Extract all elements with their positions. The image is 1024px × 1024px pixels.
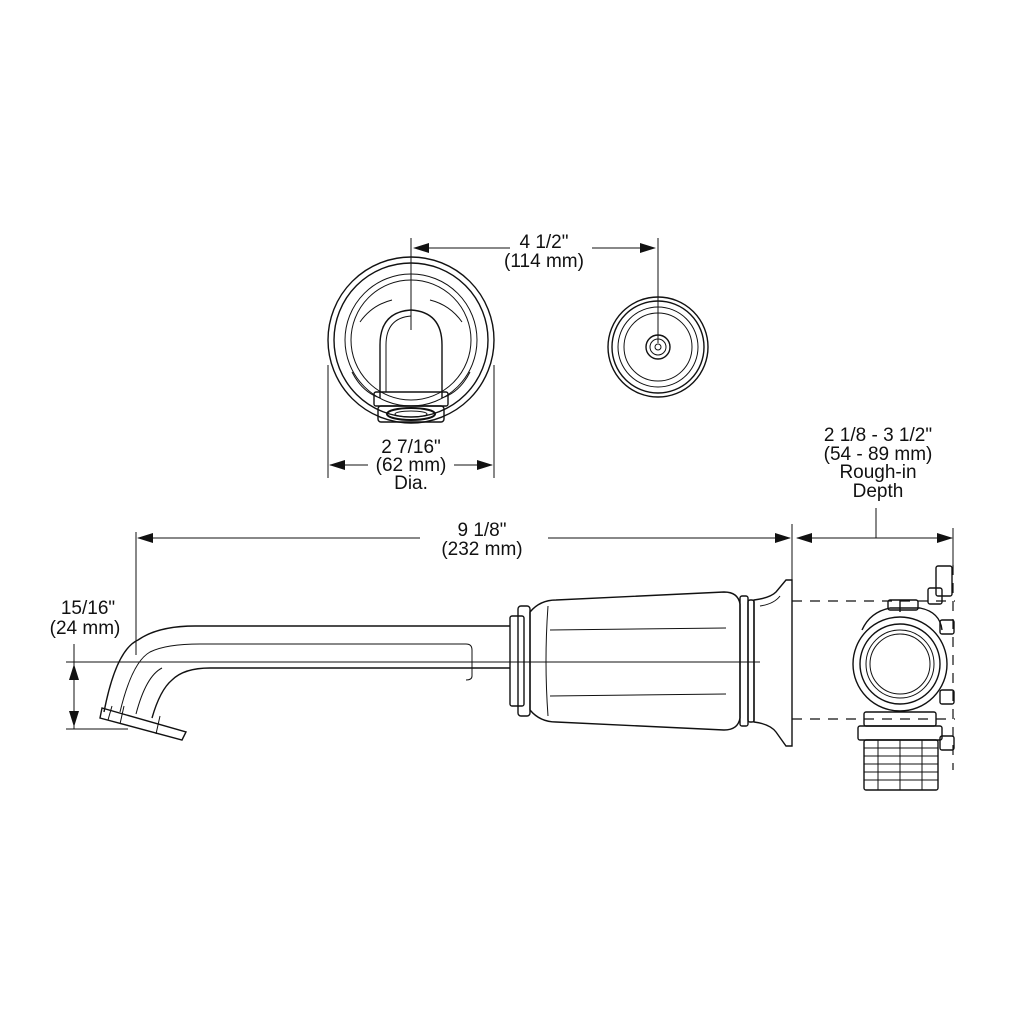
spout-height-dimension: 15/16" (24 mm) <box>50 598 760 730</box>
rough-in-valve-side-view <box>792 565 955 791</box>
rough-in-depth-imperial: 2 1/8 - 3 1/2" <box>824 425 932 446</box>
escutcheon-diameter-note: Dia. <box>394 473 428 494</box>
handle-spacing-dimension: 4 1/2" (114 mm) <box>413 232 656 272</box>
spout-height-metric: (24 mm) <box>50 618 121 639</box>
rough-in-depth-dimension: 2 1/8 - 3 1/2" (54 - 89 mm) Rough-in Dep… <box>796 425 954 565</box>
rough-in-depth-label: Rough-in <box>839 462 916 483</box>
spout-height-imperial: 15/16" <box>61 598 115 619</box>
handle-spacing-imperial: 4 1/2" <box>519 232 568 253</box>
rough-in-depth-label-2: Depth <box>853 481 904 502</box>
escutcheon-diameter-imperial: 2 7/16" <box>381 437 441 458</box>
handle-spacing-metric: (114 mm) <box>504 251 584 272</box>
spout-length-imperial: 9 1/8" <box>457 520 506 541</box>
spout-length-metric: (232 mm) <box>441 539 522 560</box>
escutcheon-front-view <box>327 238 495 424</box>
handle-front-view <box>607 238 709 398</box>
rough-in-depth-metric: (54 - 89 mm) <box>824 444 933 465</box>
escutcheon-diameter-dimension: 2 7/16" (62 mm) Dia. <box>327 365 495 494</box>
escutcheon-diameter-metric: (62 mm) <box>376 455 447 476</box>
spout-length-dimension: 9 1/8" (232 mm) <box>135 520 793 655</box>
spout-side-view <box>99 579 793 747</box>
